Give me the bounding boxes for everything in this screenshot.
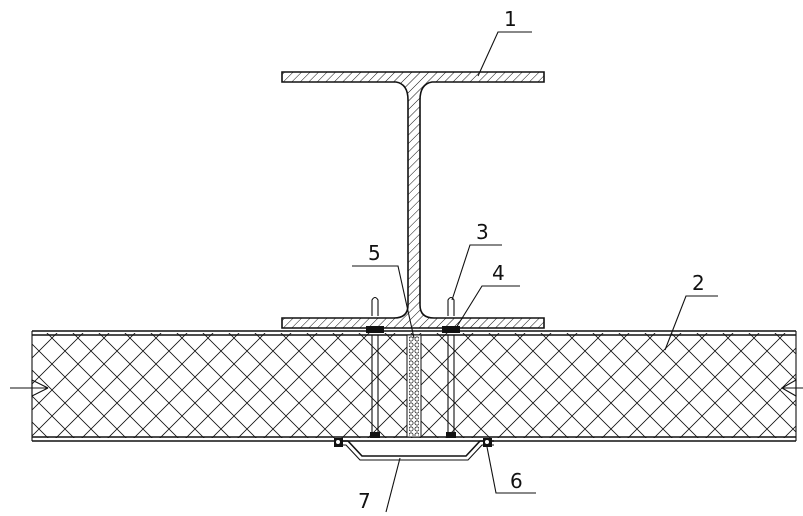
callout-4: 4 bbox=[492, 261, 505, 285]
callout-2: 2 bbox=[692, 271, 705, 295]
leader-2 bbox=[664, 295, 718, 351]
callout-1: 1 bbox=[504, 7, 517, 31]
break-mark-right bbox=[780, 379, 803, 397]
leader-6 bbox=[486, 446, 536, 494]
sandwich-panel bbox=[10, 330, 803, 442]
leader-4 bbox=[455, 285, 520, 329]
callout-5: 5 bbox=[368, 241, 381, 265]
bottom-cover-plate bbox=[334, 438, 494, 461]
callout-6: 6 bbox=[510, 469, 523, 493]
steel-i-beam bbox=[281, 71, 545, 329]
leader-3 bbox=[451, 244, 502, 301]
break-mark-left bbox=[10, 379, 49, 397]
fastener-bolts bbox=[366, 296, 460, 438]
leader-7 bbox=[385, 457, 401, 513]
callout-7: 7 bbox=[358, 489, 371, 513]
callout-3: 3 bbox=[476, 220, 489, 244]
leader-5 bbox=[352, 265, 415, 339]
leader-1 bbox=[477, 31, 532, 77]
leader-lines bbox=[352, 31, 718, 513]
